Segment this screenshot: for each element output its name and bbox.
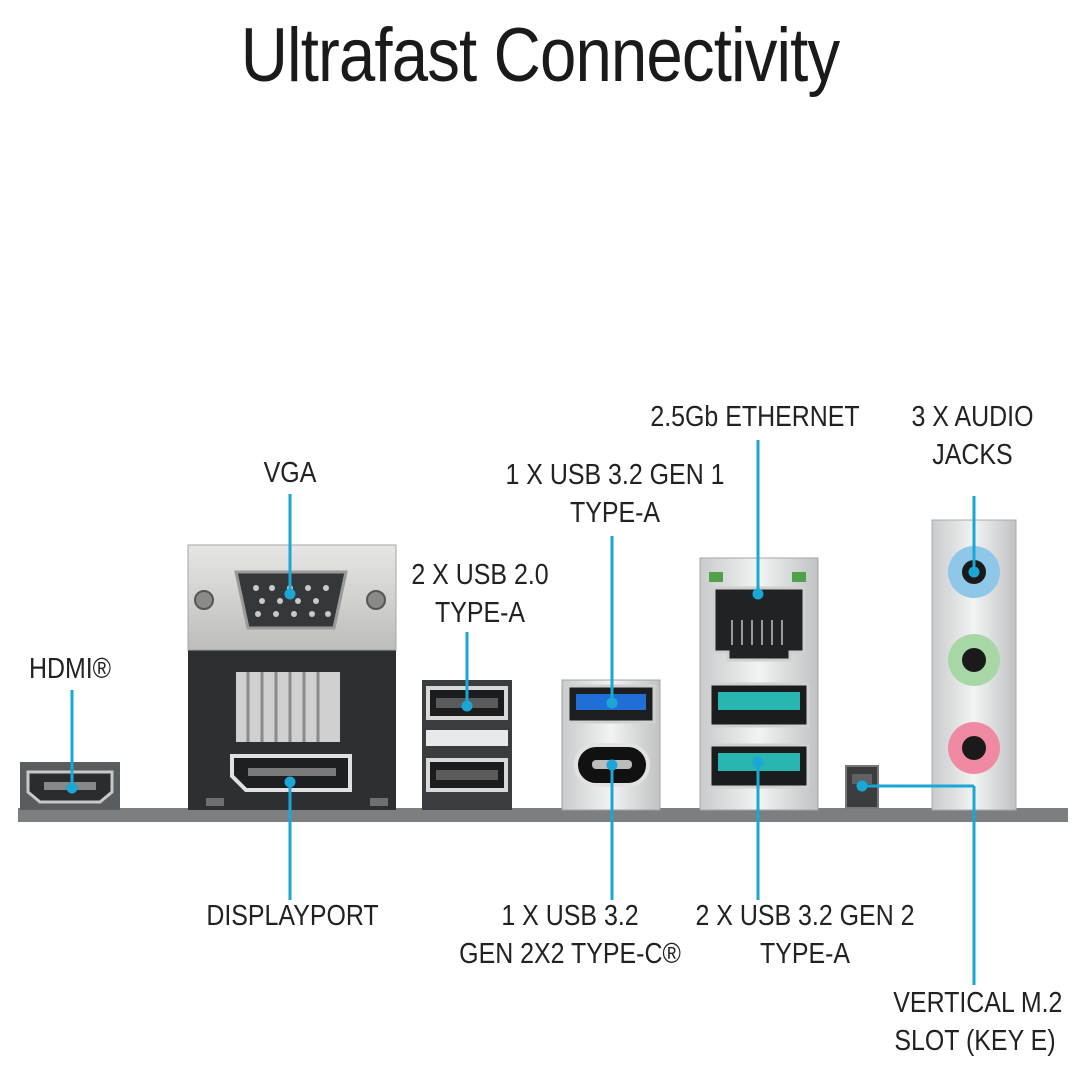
vga-displayport-block [187,544,397,810]
callout-audio-dot [968,566,980,578]
io-base-panel [18,808,1068,822]
label-displayport: DISPLAYPORT [206,900,379,932]
label-vga: VGA [263,457,317,489]
callout-vga-dot [284,588,296,600]
callout-usb32-gen2-dot [752,756,764,768]
callout-m2-dot [856,780,868,792]
callout-displayport-dot [284,776,296,788]
callout-hdmi-dot [66,782,78,794]
callout-ethernet-dot [752,588,764,600]
callout-lines [66,440,980,985]
callout-usb20-dot [461,700,473,712]
label-hdmi: HDMI® [28,653,112,685]
callout-usb-c-dot [606,759,618,771]
page-title: Ultrafast Connectivity [240,13,840,98]
label-ethernet: 2.5Gb ETHERNET [650,401,860,433]
callout-usb32-gen1-dot [606,697,618,709]
